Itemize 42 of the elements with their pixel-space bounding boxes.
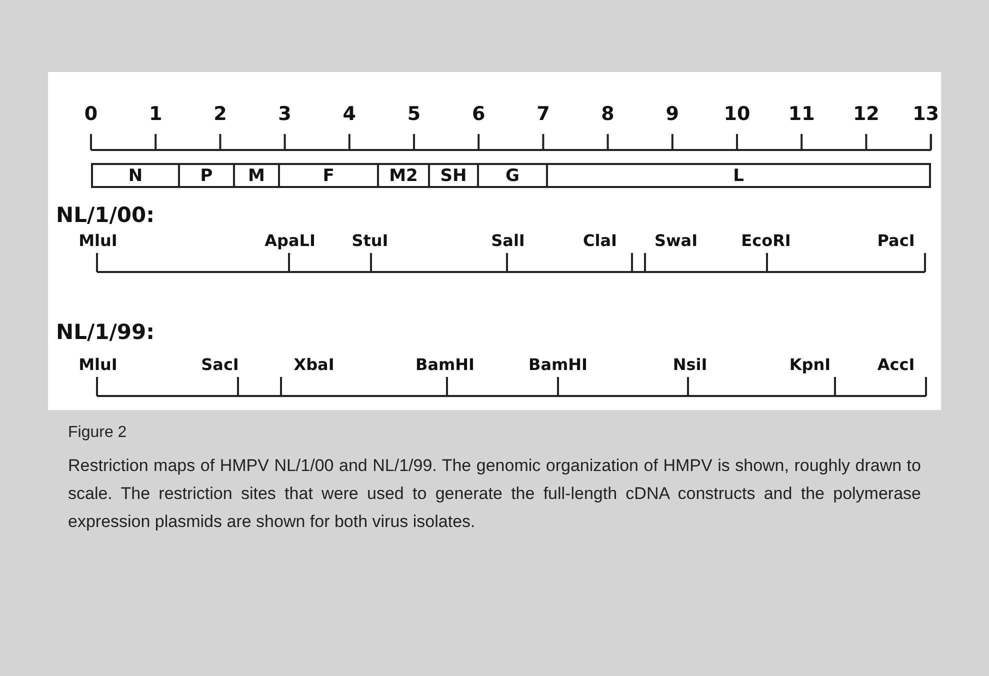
gene-segment: SH	[428, 163, 479, 188]
isolate-heading: NL/1/00:	[56, 203, 155, 227]
restriction-site-label: SwaI	[654, 231, 698, 250]
gene-segment: N	[91, 163, 180, 188]
scale-number: 8	[601, 103, 614, 125]
restriction-site-label: ApaLI	[264, 231, 316, 250]
scale-number: 5	[407, 103, 421, 125]
scale-number: 3	[278, 103, 292, 125]
gene-segment: M2	[377, 163, 430, 188]
restriction-site-label: MluI	[78, 231, 118, 250]
figure-number: Figure 2	[68, 424, 127, 442]
restriction-site-label: KpnI	[789, 355, 831, 374]
restriction-site-label: AccI	[877, 355, 915, 374]
scale-number: 4	[342, 103, 356, 125]
scale-number: 6	[472, 103, 486, 125]
gene-segment: F	[278, 163, 379, 188]
restriction-site-label: SacI	[201, 355, 239, 374]
gene-segment: L	[546, 163, 931, 188]
gene-segment: G	[477, 163, 548, 188]
restriction-site-label: StuI	[352, 231, 388, 250]
restriction-site-label: SalI	[491, 231, 525, 250]
restriction-site-label: MluI	[78, 355, 118, 374]
scale-number: 10	[724, 103, 750, 125]
gene-segment: P	[178, 163, 235, 188]
figure-caption: Restriction maps of HMPV NL/1/00 and NL/1/99. The genomic organization of HMPV is shown, roughly drawn to scale. The restriction sites that were used to generate the full-length cDNA constructs and the polymerase expression plasmids are shown for both virus isolates.	[68, 455, 921, 533]
gene-segment: M	[233, 163, 280, 188]
restriction-site-label: BamHI	[528, 355, 588, 374]
restriction-site-label: BamHI	[416, 355, 474, 374]
restriction-site-label: XbaI	[294, 355, 334, 374]
restriction-site-label: ClaI	[583, 231, 617, 250]
scale-number: 13	[912, 103, 940, 125]
scale-number: 11	[788, 103, 815, 125]
restriction-site-label: NsiI	[672, 355, 708, 374]
scale-number: 12	[852, 103, 880, 125]
isolate-heading: NL/1/99:	[56, 320, 155, 344]
scale-number: 2	[214, 103, 227, 125]
scale-number: 9	[666, 103, 679, 125]
restriction-site-label: PacI	[877, 231, 915, 250]
scale-number: 1	[148, 103, 162, 125]
restriction-site-label: EcoRI	[741, 231, 791, 250]
scale-number: 0	[84, 103, 98, 125]
scale-number: 7	[536, 103, 550, 125]
